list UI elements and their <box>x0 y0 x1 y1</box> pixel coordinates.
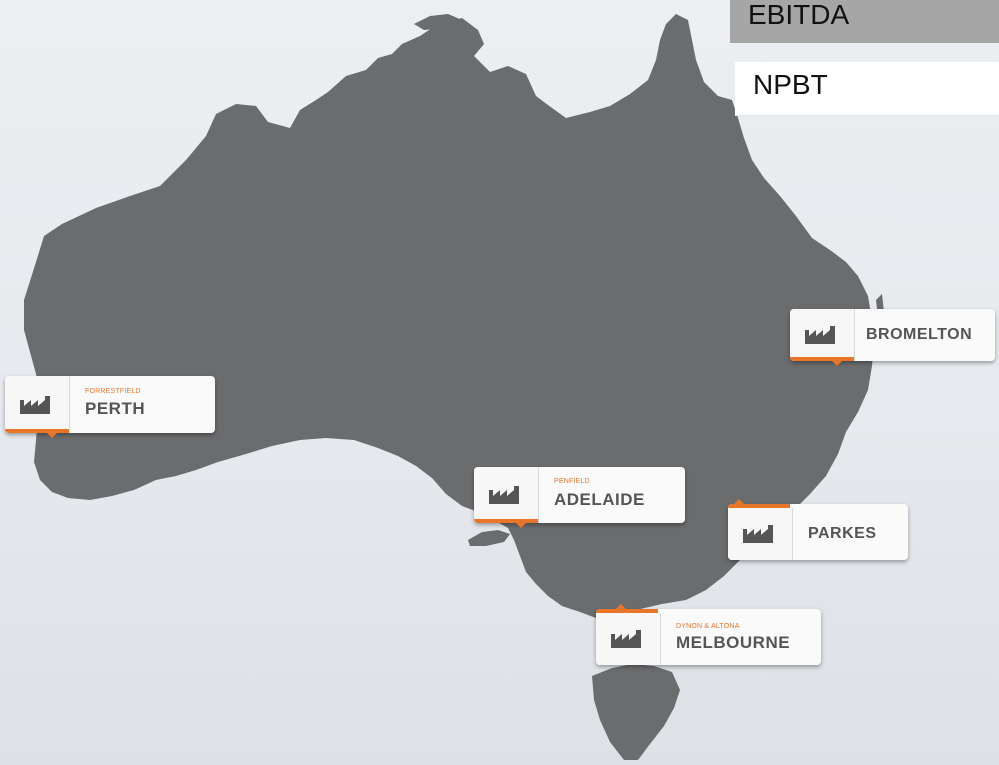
legend-ebitda-label: EBITDA <box>748 0 850 30</box>
location-marker-bromelton[interactable]: BROMELTON <box>790 309 995 366</box>
marker-city-bromelton: BROMELTON <box>866 326 973 343</box>
kangaroo-island <box>468 530 510 546</box>
marker-city-parkes: PARKES <box>808 525 877 542</box>
location-marker-parkes[interactable]: PARKES <box>728 499 908 560</box>
marker-sub-melbourne: DYNON & ALTONA <box>676 623 740 630</box>
location-marker-melbourne[interactable]: DYNON & ALTONA MELBOURNE <box>596 604 821 665</box>
legend-npbt-label: NPBT <box>753 69 828 100</box>
factory-icon-cell <box>474 467 539 523</box>
groote-eylandt <box>546 122 562 138</box>
factory-icon <box>805 326 835 344</box>
marker-sub-perth: FORRESTFIELD <box>85 388 141 395</box>
melville-island <box>414 14 462 30</box>
factory-icon-cell <box>790 309 855 361</box>
location-marker-perth[interactable]: FORRESTFIELD PERTH <box>5 376 215 438</box>
factory-icon <box>20 395 50 414</box>
marker-city-melbourne: MELBOURNE <box>676 633 791 652</box>
factory-icon <box>611 630 641 648</box>
legend-ebitda[interactable]: EBITDA <box>730 0 999 43</box>
marker-city-perth: PERTH <box>85 399 146 418</box>
location-marker-adelaide[interactable]: PENFIELD ADELAIDE <box>474 467 685 528</box>
factory-icon <box>743 525 773 543</box>
marker-city-adelaide: ADELAIDE <box>554 490 645 509</box>
factory-icon-cell <box>5 376 70 433</box>
legend-npbt[interactable]: NPBT <box>735 62 999 116</box>
marker-sub-adelaide: PENFIELD <box>554 478 590 485</box>
tasmania <box>592 664 680 760</box>
factory-icon-cell <box>728 508 793 560</box>
factory-icon-cell <box>596 613 661 665</box>
factory-icon <box>489 486 519 504</box>
